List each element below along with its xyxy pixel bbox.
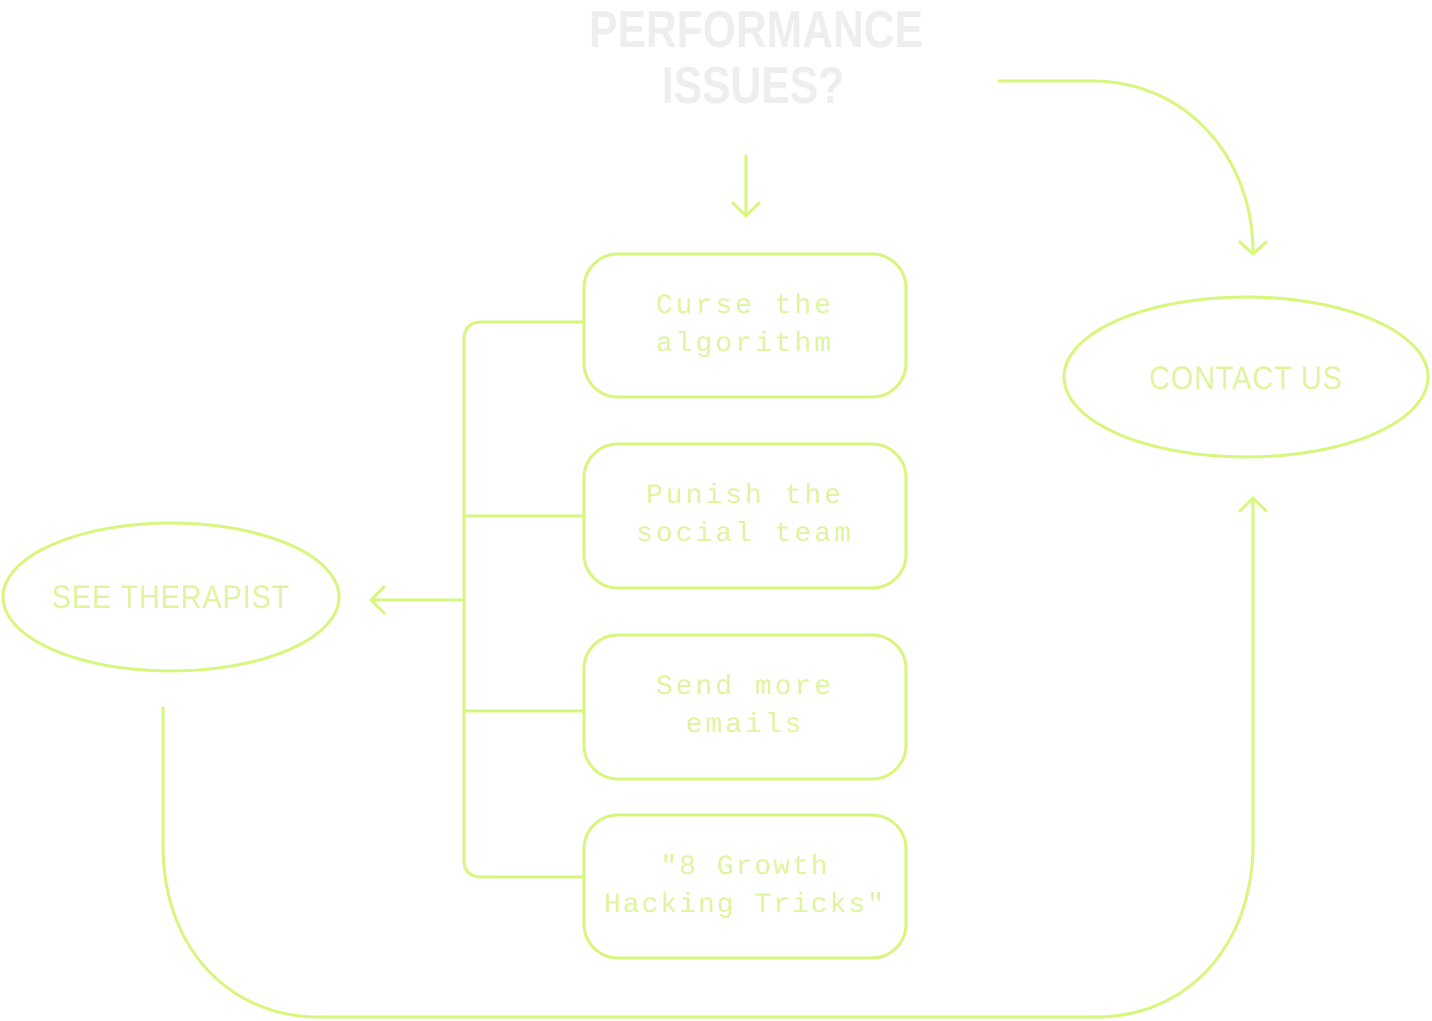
option-box-4[interactable] <box>582 813 908 960</box>
contact-us-oval[interactable] <box>1062 295 1430 459</box>
option-label-4: "8 Growth Hacking Tricks" <box>603 851 887 921</box>
see-therapist-oval[interactable] <box>1 521 341 673</box>
diagram-title: PERFORMANCE ISSUES? <box>589 1 924 115</box>
option-label-1: Curse the algorithm <box>655 290 835 360</box>
options-bracket <box>462 320 586 879</box>
arrow-title-to-options <box>731 154 761 218</box>
option-label-3: Send more emails <box>655 672 835 741</box>
arrow-therapist-to-contact <box>161 496 1268 1019</box>
contact-us-label: CONTACT US <box>1149 359 1343 396</box>
see-therapist-label: SEE THERAPIST <box>51 578 291 615</box>
arrowhead-down-icon <box>1238 240 1268 256</box>
arrowhead-left-icon <box>369 585 386 615</box>
arrow-title-to-contact <box>997 79 1268 256</box>
option-box-1[interactable] <box>582 252 908 399</box>
arrow-options-to-therapist <box>369 585 466 615</box>
arrowhead-down-icon <box>731 201 761 218</box>
option-label-2: Punish the social team <box>636 481 854 550</box>
option-box-3[interactable] <box>582 633 908 781</box>
arrowhead-up-icon <box>1238 496 1268 513</box>
